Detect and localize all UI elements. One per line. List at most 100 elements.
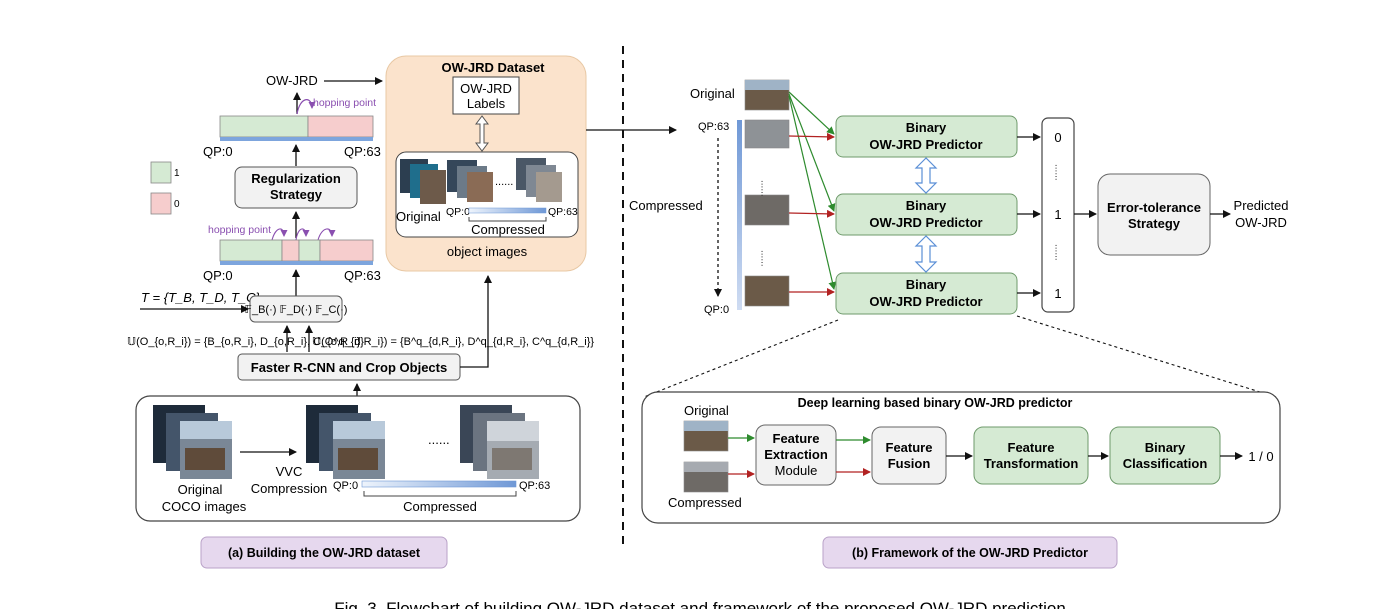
object-qp63-stack <box>516 158 562 202</box>
rcnn-to-dataset-arrow <box>460 275 492 368</box>
qp0-mid: QP:0 <box>203 268 233 283</box>
detail-original-thumb-sky <box>684 421 728 431</box>
output-dots-2: ...... <box>1053 244 1064 261</box>
qp63-mid: QP:63 <box>344 268 381 283</box>
predictor-funcs-box <box>249 295 343 323</box>
compressed-stack-qp0 <box>306 405 385 479</box>
object-compressed-label: Compressed <box>471 222 545 237</box>
u-compressed-formula: 𝕌(O^q_{d,R_i}) = {B^q_{d,R_i}, D^q_{d,R_… <box>312 336 594 348</box>
dataset-labels-box <box>452 76 520 115</box>
caption-a-label: (a) Building the OW-JRD dataset <box>228 546 421 560</box>
dataset-double-arrow <box>475 115 489 152</box>
right-qp0-label: QP:0 <box>704 304 729 316</box>
hopping-point-arrow-top <box>296 99 316 115</box>
ow-jrd-top-label: OW-JRD <box>266 73 318 88</box>
vvc-label-line2: Compression <box>251 481 328 496</box>
hopping-point-arrow-mid-1 <box>271 228 288 241</box>
output-bot: 1 <box>1054 286 1061 301</box>
bar-mid-green-1 <box>219 239 283 262</box>
dataset-labels-line2: Labels <box>467 96 506 111</box>
legend-zero-swatch <box>150 192 172 215</box>
object-original-stack <box>400 159 446 204</box>
dataset-labels-line1: OW-JRD <box>460 81 512 96</box>
object-images-label: object images <box>447 244 528 259</box>
bar-mid-blue <box>220 261 373 265</box>
zoom-line-left <box>643 319 839 398</box>
object-qp0: QP:0 <box>446 206 470 218</box>
bottom-qp0: QP:0 <box>333 480 358 492</box>
red-arrow-1 <box>788 132 835 141</box>
qp0-top: QP:0 <box>203 144 233 159</box>
output-dots-1: ...... <box>1053 164 1064 181</box>
fem-line3: Module <box>775 463 818 478</box>
fem-line1: Feature <box>773 431 820 446</box>
binary-predictor-1-line2: OW-JRD Predictor <box>869 137 982 152</box>
right-vertical-compress-bar <box>737 120 742 310</box>
right-original-thumb-sky <box>745 80 789 90</box>
object-qp0-stack <box>447 160 493 202</box>
bar-top-green <box>219 115 309 138</box>
right-thumb-dots-2: ...... <box>759 250 770 267</box>
bar-top-pink <box>307 115 374 138</box>
zoom-line-right <box>1016 315 1277 398</box>
bc-line2: Classification <box>1123 456 1208 471</box>
bar-mid-green-2 <box>298 239 321 262</box>
bottom-compress-bar <box>361 480 517 488</box>
caption-b-label: (b) Framework of the OW-JRD Predictor <box>852 546 1088 560</box>
coco-label-line2: COCO images <box>162 499 247 514</box>
object-dots: ...... <box>495 176 513 188</box>
green-arrow-3 <box>788 95 837 290</box>
ff-line1: Feature <box>886 440 933 455</box>
feature-extraction-box <box>755 424 837 486</box>
predictor-funcs-label: 𝔽_B(·) 𝔽_D(·) 𝔽_C(·) <box>245 304 348 316</box>
right-compressed-label: Compressed <box>629 198 703 213</box>
object-original-label: Original <box>396 209 441 224</box>
shared-weights-arrow-2 <box>914 235 938 273</box>
ft-line1: Feature <box>1008 440 1055 455</box>
hopping-point-arrow-mid-2 <box>295 228 310 241</box>
u-original-formula: 𝕌(O_{o,R_i}) = {B_{o,R_i}, D_{o,R_i}, C_… <box>127 336 364 348</box>
binary-predictor-2-line1: Binary <box>906 198 947 213</box>
dataset-title: OW-JRD Dataset <box>441 60 545 75</box>
bc-line1: Binary <box>1145 440 1186 455</box>
binary-predictor-3-line2: OW-JRD Predictor <box>869 294 982 309</box>
output-column <box>1041 117 1075 313</box>
coco-dots: ...... <box>428 432 450 447</box>
ft-line2: Transformation <box>984 456 1079 471</box>
detail-title: Deep learning based binary OW-JRD predic… <box>798 396 1073 410</box>
detail-output-label: 1 / 0 <box>1248 449 1273 464</box>
legend-zero-label: 0 <box>174 199 180 210</box>
threshold-formula: T = {T_B, T_D, T_C} <box>141 290 261 305</box>
green-arrow-1 <box>788 91 835 135</box>
bottom-qp63: QP:63 <box>519 480 550 492</box>
binary-predictor-1-line1: Binary <box>906 120 947 135</box>
caption-a-box <box>200 536 448 569</box>
compressed-stack-qp63 <box>460 405 539 479</box>
faster-rcnn-label: Faster R-CNN and Crop Objects <box>251 360 447 375</box>
object-qp63: QP:63 <box>548 206 578 218</box>
legend-one-swatch <box>150 161 172 184</box>
right-thumb-dots-1: ...... <box>759 180 770 197</box>
shared-weights-arrow-1 <box>914 157 938 194</box>
object-compressed-brace <box>468 217 547 222</box>
green-arrow-2 <box>788 93 836 212</box>
hopping-point-mid-label: hopping point <box>208 224 271 236</box>
detail-compressed-label: Compressed <box>668 495 742 510</box>
binary-predictor-2-line2: OW-JRD Predictor <box>869 215 982 230</box>
hopping-point-arrow-mid-3 <box>317 228 336 241</box>
fem-line2: Extraction <box>764 447 828 462</box>
figure-caption: Fig. 3. Flowchart of building OW-JRD dat… <box>334 599 1066 609</box>
right-compressed-thumbs <box>744 119 790 307</box>
red-arrow-2 <box>788 209 835 218</box>
bar-mid-pink-1 <box>281 239 300 262</box>
predicted-line2: OW-JRD <box>1235 215 1287 230</box>
bar-top-blue <box>220 137 373 141</box>
caption-b-box <box>822 536 1118 569</box>
predicted-line1: Predicted <box>1234 198 1289 213</box>
regularization-line1: Regularization <box>251 171 341 186</box>
detail-compressed-thumb-sky <box>684 462 728 472</box>
detail-original-label: Original <box>684 403 729 418</box>
right-qp63-label: QP:63 <box>698 121 729 133</box>
legend-one-label: 1 <box>174 168 180 179</box>
